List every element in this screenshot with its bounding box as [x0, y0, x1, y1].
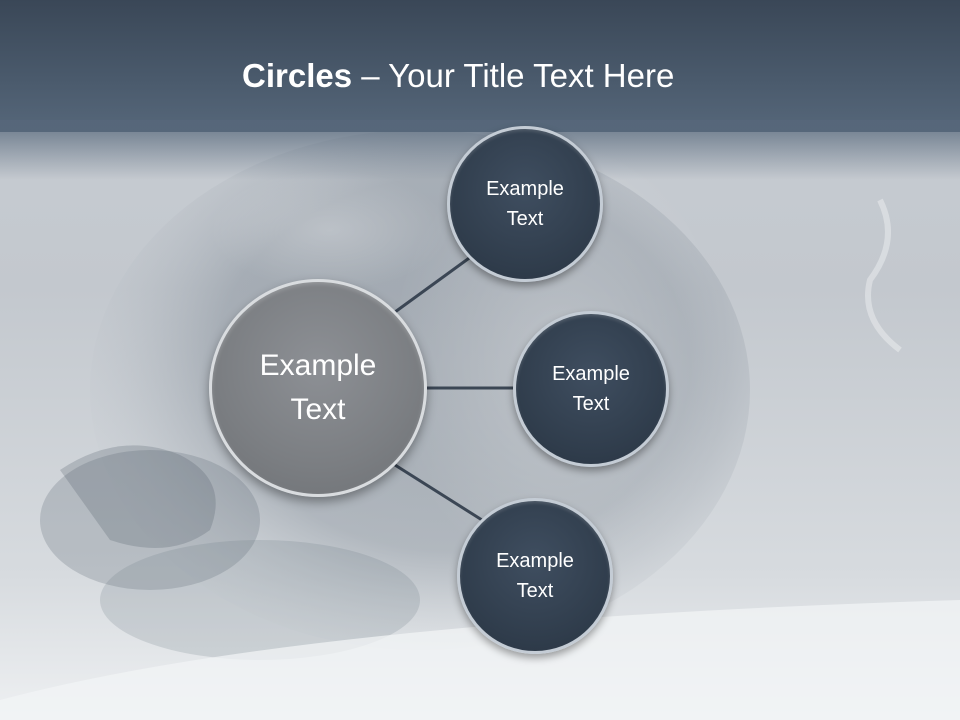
node-line2: Text [572, 393, 610, 415]
title-band [0, 0, 960, 132]
center-circle-text: Example Text [260, 344, 377, 432]
node-line1: Example [552, 363, 630, 385]
center-circle-line2: Text [290, 393, 346, 426]
connector-bottom [394, 463, 483, 522]
node-circle-middle[interactable]: Example Text [513, 311, 669, 467]
connector-top [394, 254, 473, 314]
node-line2: Text [516, 580, 554, 602]
node-circle-text: Example Text [486, 174, 564, 234]
node-circle-top[interactable]: Example Text [447, 126, 603, 282]
title-rest: – Your Title Text Here [352, 57, 675, 94]
center-circle-line1: Example [259, 349, 377, 382]
node-circle-text: Example Text [552, 359, 630, 419]
node-circle-bottom[interactable]: Example Text [457, 498, 613, 654]
center-circle[interactable]: Example Text [209, 279, 427, 497]
slide-title[interactable]: Circles – Your Title Text Here [242, 52, 674, 100]
node-line1: Example [486, 178, 564, 200]
node-line2: Text [506, 208, 544, 230]
node-line1: Example [496, 550, 574, 572]
node-circle-text: Example Text [496, 546, 574, 606]
title-bold: Circles [242, 57, 353, 94]
